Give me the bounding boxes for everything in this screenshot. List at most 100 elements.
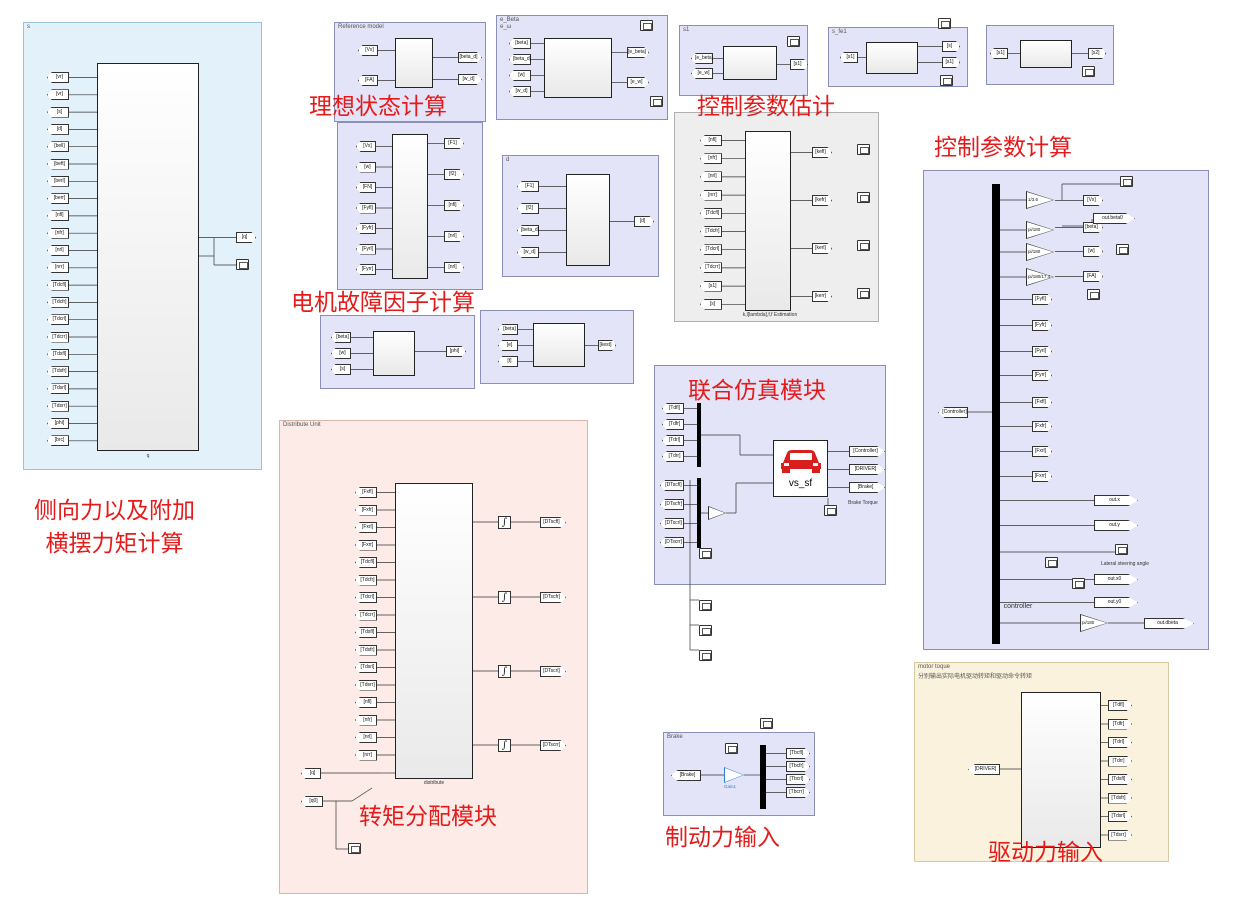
goto-tag[interactable]: [s1] <box>942 57 960 68</box>
dtsc-scope-icon[interactable] <box>699 650 712 661</box>
goto-tag[interactable]: [DRIVER] <box>849 464 885 475</box>
from-tag[interactable]: [e] <box>498 340 518 351</box>
lateral-force-block[interactable] <box>97 63 199 451</box>
sfe2-scope-icon[interactable] <box>1082 66 1095 77</box>
goto-tag[interactable]: [Tdrr] <box>1108 755 1132 767</box>
from-tag[interactable]: [Tdcfr] <box>355 574 377 586</box>
d-calc-block[interactable] <box>566 174 610 266</box>
from-tag[interactable]: [nfl] <box>700 135 722 146</box>
e-omega-scope-icon[interactable] <box>650 96 663 107</box>
from-tag[interactable]: [Tdsfl] <box>47 348 69 360</box>
driver-from-tag[interactable]: [DRIVER] <box>968 764 1000 775</box>
goto-tag[interactable]: [Tdfr] <box>1108 718 1132 730</box>
saturation-block[interactable]: ∫ <box>498 739 511 752</box>
steering-scope-icon[interactable] <box>1115 544 1128 555</box>
controller-from-tag[interactable]: [Controller] <box>938 407 968 418</box>
goto-tag[interactable]: [nrl] <box>444 231 464 242</box>
goto-tag[interactable]: [kerl] <box>812 243 832 254</box>
from-tag[interactable]: [s] <box>331 364 351 375</box>
from-tag[interactable]: [Tdcrr] <box>700 262 722 274</box>
from-tag[interactable]: [Fyrr] <box>356 264 376 275</box>
from-tag[interactable]: [F1] <box>517 181 539 192</box>
x-scope-icon[interactable] <box>1045 557 1058 568</box>
from-tag[interactable]: [Tdcrr] <box>355 609 377 621</box>
from-tag[interactable]: [Fyrl] <box>356 243 376 255</box>
goto-tag[interactable]: [kerr] <box>812 291 832 302</box>
from-tag[interactable]: [beta] <box>331 332 351 343</box>
from-tag[interactable]: [e_w] <box>691 68 713 79</box>
q-from-tag[interactable]: [q] <box>301 768 321 779</box>
goto-tag[interactable]: [Controller] <box>849 446 885 457</box>
goto-tag[interactable]: [DTscrl] <box>540 666 566 677</box>
goto-tag[interactable]: [Fyrr] <box>1032 370 1052 381</box>
goto-tag[interactable]: [DTscrr] <box>540 740 566 751</box>
saturation-block[interactable]: ∫ <box>498 591 511 604</box>
dtsc-scope-icon[interactable] <box>699 548 712 559</box>
drive-torque-block[interactable] <box>1021 692 1101 848</box>
from-tag[interactable]: [w_d] <box>509 86 531 97</box>
brake-from-tag[interactable]: [Brake] <box>671 770 701 781</box>
goto-tag[interactable]: [Vx] <box>1083 195 1103 206</box>
goto-tag[interactable]: [s1] <box>790 59 808 70</box>
goto-tag[interactable]: [q] <box>236 232 256 243</box>
from-tag[interactable]: [t] <box>498 356 518 367</box>
goto-tag[interactable]: [s] <box>942 41 960 52</box>
goto-tag[interactable]: [e_beta] <box>627 47 649 58</box>
goto-tag[interactable]: [Tdsrr] <box>1108 829 1132 841</box>
goto-tag[interactable]: [nrl] <box>444 262 464 273</box>
goto-tag[interactable]: [beta_d] <box>458 52 482 63</box>
goto-tag[interactable]: [e_w] <box>627 77 649 88</box>
sfe1-scope-b-icon[interactable] <box>940 75 953 86</box>
goto-tag[interactable]: [Tdsfr] <box>1108 792 1132 804</box>
out-tag[interactable]: out.x <box>1094 495 1138 506</box>
from-tag[interactable]: [w] <box>356 161 376 173</box>
goto-tag[interactable]: [Tdsfl] <box>1108 774 1132 785</box>
kest-block[interactable] <box>533 323 585 367</box>
from-tag[interactable]: [e_beta] <box>691 53 713 64</box>
from-tag[interactable]: [FA] <box>358 75 378 86</box>
from-tag[interactable]: [f2] <box>517 203 539 214</box>
from-tag[interactable]: [nfr] <box>355 714 377 726</box>
w-scope-icon[interactable] <box>1116 244 1129 255</box>
out-tag[interactable]: out.y <box>1094 520 1138 531</box>
fy-calc-block[interactable] <box>392 134 428 279</box>
distribute-scope-icon[interactable] <box>348 843 361 854</box>
from-tag[interactable]: [Tdcfl] <box>355 557 377 568</box>
from-tag[interactable]: [Tdsrl] <box>355 662 377 673</box>
out-dbeta-tag[interactable]: out.dbeta <box>1144 618 1194 629</box>
goto-tag[interactable]: [FA] <box>1083 271 1103 282</box>
vx-scope-icon[interactable] <box>1120 176 1133 187</box>
goto-tag[interactable]: [Tdrl] <box>1108 737 1132 748</box>
est-scope-icon[interactable] <box>857 288 870 299</box>
from-tag[interactable]: [Tdsfr] <box>47 366 69 378</box>
from-tag[interactable]: [Tdcfl] <box>47 279 69 291</box>
est-scope-icon[interactable] <box>857 144 870 155</box>
goto-tag[interactable]: [nfl] <box>444 200 464 211</box>
out-beta0-tag[interactable]: out.beta0 <box>1093 213 1135 224</box>
from-tag[interactable]: [nfl] <box>355 697 377 708</box>
goto-tag[interactable]: [kest] <box>598 340 616 351</box>
saturation-block[interactable]: ∫ <box>498 516 511 529</box>
from-tag[interactable]: [DTscfr] <box>660 499 684 510</box>
from-tag[interactable]: [s1] <box>840 52 858 63</box>
goto-tag[interactable]: [Tbcfr] <box>786 761 810 772</box>
from-tag[interactable]: [w] <box>331 348 351 359</box>
from-tag[interactable]: [berr] <box>47 193 69 205</box>
from-tag[interactable]: [beft] <box>47 158 69 170</box>
reference-model-block[interactable] <box>395 38 433 88</box>
from-tag[interactable]: [nfr] <box>47 227 69 239</box>
goto-tag[interactable]: [w_d] <box>458 74 482 85</box>
from-tag[interactable]: [nrl] <box>47 245 69 256</box>
e-beta-block[interactable] <box>544 38 612 98</box>
dtsc-scope-icon[interactable] <box>699 625 712 636</box>
from-tag[interactable]: [beta] <box>498 324 518 335</box>
from-tag[interactable]: [nfr] <box>700 153 722 165</box>
from-tag[interactable]: [Tdsrr] <box>47 400 69 412</box>
from-tag[interactable]: [Tdsrl] <box>47 383 69 395</box>
goto-tag[interactable]: [Fxrl] <box>1032 446 1052 457</box>
from-tag[interactable]: [Fxfl] <box>355 487 377 498</box>
from-tag[interactable]: [bell] <box>47 141 69 153</box>
saturation-block[interactable]: ∫ <box>498 665 511 678</box>
vs-sf-block[interactable]: vs_sf <box>773 440 828 497</box>
from-tag[interactable]: [phi] <box>47 418 69 429</box>
